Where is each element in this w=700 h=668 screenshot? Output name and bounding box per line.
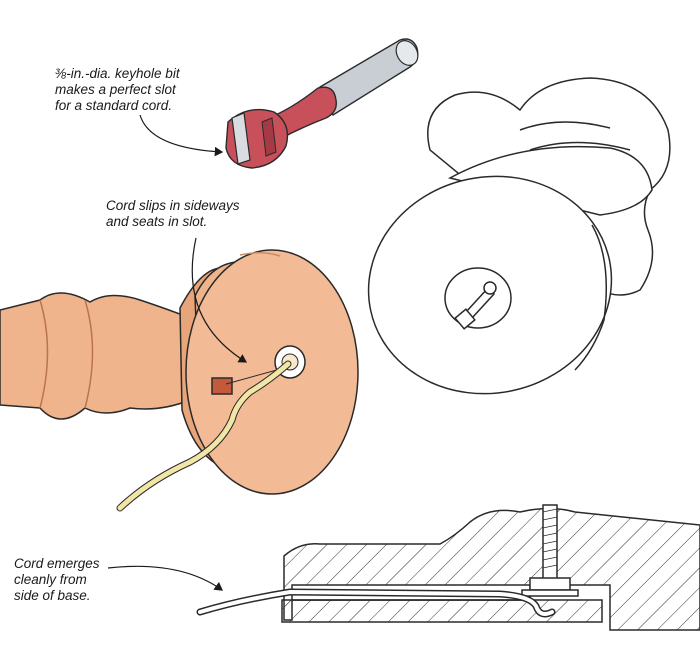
slot-callout-arrow: [191, 237, 248, 363]
nut: [529, 577, 571, 591]
bit-callout-arrow: [139, 114, 224, 157]
cord-slips-callout-line-1: Cord slips in sideways: [106, 198, 240, 213]
cord-emerges-callout-line-2: cleanly from: [14, 572, 87, 587]
keyhole-bit-callout-line-2: makes a perfect slot: [55, 82, 176, 97]
keyhole-bit-callout: ⅜-in.-dia. keyhole bit makes a perfect s…: [55, 66, 180, 114]
wood-disc-face: [185, 249, 359, 495]
keyhole-bit-callout-line-3: for a standard cord.: [55, 98, 173, 113]
washer: [521, 589, 579, 597]
cord-emerges-callout-line-1: Cord emerges: [14, 556, 100, 571]
cord-slips-callout-line-2: and seats in slot.: [106, 214, 208, 229]
keyhole-bit-callout-line-1: ⅜-in.-dia. keyhole bit: [55, 66, 180, 81]
lamp-base-wood-drawing: [0, 249, 359, 495]
section-view-drawing: [281, 504, 700, 631]
cord-slips-callout: Cord slips in sideways and seats in slot…: [106, 198, 240, 230]
keyhole-bit-drawing: [225, 38, 419, 169]
cord-emerges-callout-line-3: side of base.: [14, 588, 91, 603]
threaded-rod: [542, 504, 558, 584]
emerge-callout-arrow: [107, 565, 223, 591]
lamp-base-outline-drawing: [367, 77, 671, 395]
cord-emerges-callout: Cord emerges cleanly from side of base.: [14, 556, 100, 604]
